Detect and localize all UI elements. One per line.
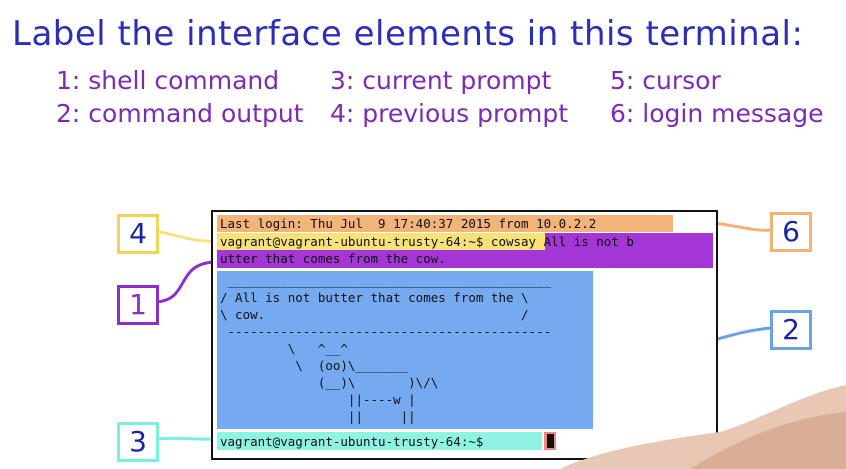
output-line: ________________________________________… [220,273,552,288]
previous-prompt-line: vagrant@vagrant-ubuntu-trusty-64:~$ cows… [220,234,634,249]
legend-previous-prompt: 4: previous prompt [330,99,569,128]
output-line: \ (oo)\_______ [220,358,409,373]
legend-current-prompt: 3: current prompt [330,66,552,95]
current-prompt[interactable]: vagrant@vagrant-ubuntu-trusty-64:~$ [220,434,484,449]
command-output-highlight [217,271,593,429]
output-line: / All is not butter that comes from the … [220,290,529,305]
cursor [547,434,554,448]
legend-command-output: 2: command output [56,99,304,128]
shell-command-highlight [545,233,713,250]
login-message: Last login: Thu Jul 9 17:40:37 2015 from… [220,216,597,231]
output-line: (__)\ )\/\ [220,375,439,390]
output-line: || || [220,409,416,424]
label-box-1: 1 [117,285,159,325]
output-line: \ ^__^ [220,341,348,356]
output-line: ||----w | [220,392,416,407]
login-message-highlight [217,215,673,232]
label-box-4: 4 [117,214,159,254]
label-box-6: 6 [770,212,812,252]
previous-prompt-highlight [217,233,545,250]
shell-command-highlight-wrap [217,250,713,268]
connector-1 [155,260,214,304]
connector-4 [155,229,214,243]
title: Label the interface elements in this ter… [12,14,804,54]
terminal-window[interactable]: Last login: Thu Jul 9 17:40:37 2015 from… [211,210,718,460]
output-line: ----------------------------------------… [220,324,552,339]
label-box-2: 2 [770,310,812,350]
current-prompt-highlight [217,432,542,450]
legend-login-message: 6: login message [610,99,824,128]
legend-cursor: 5: cursor [610,66,721,95]
output-line: \ cow. / [220,307,529,322]
connector-3 [155,436,214,441]
legend-shell-command: 1: shell command [56,66,280,95]
label-box-3: 3 [117,422,159,462]
shell-command-wrap: utter that comes from the cow. [220,251,446,266]
